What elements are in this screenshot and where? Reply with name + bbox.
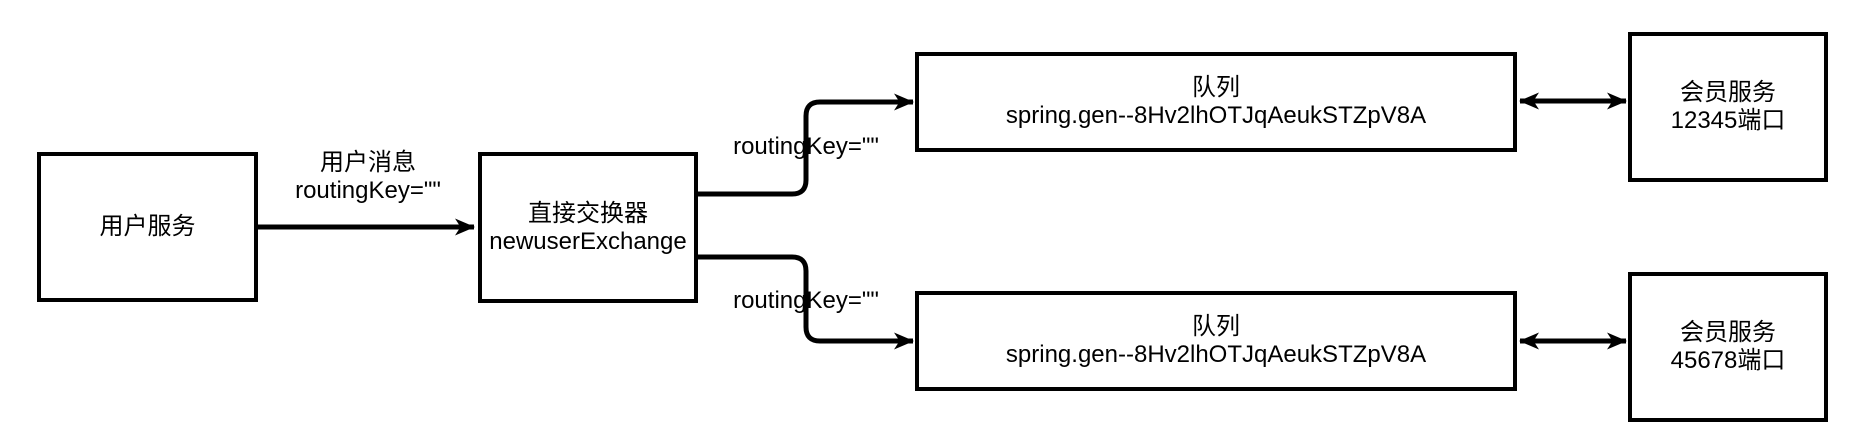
node-queue-bottom-title: 队列 [1192,313,1240,340]
node-member-service-top-port: 12345端口 [1670,107,1786,134]
node-member-service-top: 会员服务 12345端口 [1628,32,1828,182]
edge-label-routingkey-top: routingKey="" [656,133,956,161]
edge-label-routingkey-bottom: routingKey="" [656,287,956,315]
node-member-service-bottom: 会员服务 45678端口 [1628,272,1828,422]
node-queue-top: 队列 spring.gen--8Hv2lhOTJqAeukSTZpV8A [915,52,1517,152]
node-member-service-bottom-port: 45678端口 [1670,347,1786,374]
node-direct-exchange-name: newuserExchange [489,227,687,255]
node-queue-top-name: spring.gen--8Hv2lhOTJqAeukSTZpV8A [1005,102,1427,129]
node-member-service-top-title: 会员服务 [1680,79,1776,106]
edge-exchange-to-queue-top [698,93,914,197]
node-queue-top-title: 队列 [1192,74,1240,101]
node-direct-exchange-title: 直接交换器 [528,199,648,227]
node-direct-exchange: 直接交换器 newuserExchange [478,152,698,303]
edge-label-routingkey-bottom-text: routingKey="" [733,287,879,314]
edge-label-routingkey-top-text: routingKey="" [733,133,879,160]
node-queue-bottom-name: spring.gen--8Hv2lhOTJqAeukSTZpV8A [1005,341,1427,368]
edge-label-user-message: 用户消息 routingKey="" [218,149,518,205]
edge-label-user-message-line1: 用户消息 [320,149,416,176]
edge-exchange-to-queue-bottom [698,254,914,350]
node-queue-bottom: 队列 spring.gen--8Hv2lhOTJqAeukSTZpV8A [915,291,1517,391]
node-member-service-bottom-title: 会员服务 [1680,319,1776,346]
node-user-service-label: 用户服务 [99,213,196,240]
edge-label-user-message-line2: routingKey="" [295,177,441,204]
node-user-service: 用户服务 [37,152,258,302]
